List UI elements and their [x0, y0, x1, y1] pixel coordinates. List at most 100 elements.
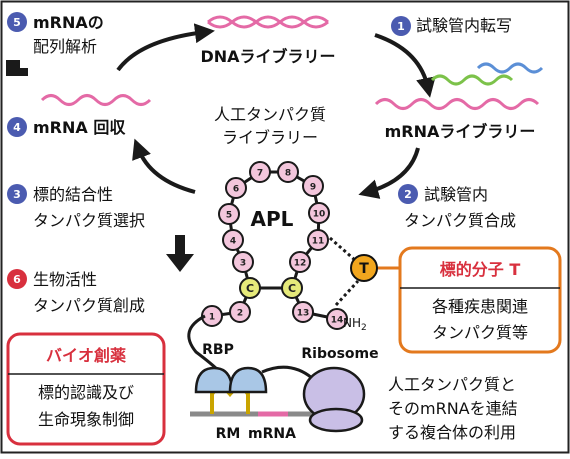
rbp-ribosome-complex: RBP Ribosome RM mRNA — [187, 314, 379, 442]
arrow-apl-to-mrna-recovery — [132, 138, 196, 194]
step-3-badge — [7, 184, 27, 204]
target-t-ball — [350, 254, 378, 282]
bio-box-line1: 標的認識及び — [38, 383, 134, 402]
binding-line-upper — [329, 236, 357, 263]
bead-14 — [326, 308, 348, 330]
bead-label-7: 7 — [257, 169, 263, 179]
transcripts-icon — [430, 62, 544, 86]
cysteine-left — [239, 277, 261, 299]
step-2-number: 2 — [404, 188, 412, 201]
arrow-5-to-dna — [116, 23, 215, 72]
rm-label: RM — [216, 426, 241, 442]
apl-label: APL — [251, 207, 294, 231]
bead-8 — [277, 161, 299, 183]
rbp-right-lobe — [228, 366, 268, 394]
step-3-line1: 標的結合性 — [33, 185, 113, 204]
bead-3 — [232, 251, 254, 273]
bead-6 — [225, 177, 247, 199]
bead-label-2: 2 — [237, 309, 243, 319]
cysteine-right-label: C — [288, 282, 296, 295]
bead-label-6: 6 — [233, 185, 239, 195]
bead-9 — [302, 175, 324, 197]
step-6: 6 生物活性 タンパク質創成 — [7, 269, 145, 315]
target-box-line1: 各種疾患関連 — [432, 297, 528, 316]
step-6-number: 6 — [13, 273, 21, 286]
step-5: 5 mRNAの 配列解析 — [6, 12, 104, 76]
step-5-line2: 配列解析 — [33, 37, 97, 56]
step-6-line2: タンパク質創成 — [33, 296, 145, 315]
arrow-mrna-to-apl — [358, 147, 420, 199]
step-4-number: 4 — [13, 121, 21, 134]
bio-box-line2: 生命現象制御 — [38, 410, 134, 429]
step-4-badge — [7, 117, 27, 137]
step-2-badge — [398, 184, 418, 204]
artificial-protein-library-line1: 人工タンパク質 — [214, 105, 326, 124]
bio-box-title: バイオ創薬 — [46, 346, 127, 365]
step-4: 4 mRNA 回収 — [7, 117, 126, 137]
bead-5 — [218, 203, 240, 225]
bead-label-3: 3 — [240, 259, 246, 269]
step-1-badge — [391, 16, 411, 36]
ribosome-label: Ribosome — [301, 346, 378, 362]
bead-label-8: 8 — [285, 169, 291, 179]
cysteine-right — [281, 277, 303, 299]
step-5-line1: mRNAの — [33, 13, 104, 32]
target-box-title: 標的分子 T — [440, 260, 521, 279]
target-box-border — [398, 246, 562, 354]
step-1-label: 試験管内転写 — [416, 16, 512, 35]
mrna-library-label: mRNAライブラリー — [385, 122, 536, 141]
bead-label-10: 10 — [313, 210, 326, 220]
step-2-line1: 試験管内 — [424, 185, 488, 204]
target-t-label: T — [359, 261, 369, 277]
step-2-line2: タンパク質合成 — [404, 211, 516, 230]
complex-caption-line2: そのmRNAを連結 — [388, 399, 518, 418]
cysteine-left-label: C — [246, 282, 254, 295]
bead-label-14: 14 — [331, 316, 344, 326]
bead-label-9: 9 — [310, 183, 316, 193]
bead-13 — [292, 301, 314, 323]
ribosome-small-subunit — [308, 407, 364, 433]
step-3: 3 標的結合性 タンパク質選択 — [7, 184, 145, 230]
step-5-badge — [7, 12, 27, 32]
rbp-label: RBP — [202, 342, 234, 358]
complex-caption-line3: する複合体の利用 — [388, 423, 516, 442]
step-3-line2: タンパク質選択 — [33, 211, 145, 230]
bead-4 — [222, 229, 244, 251]
bead-label-12: 12 — [294, 259, 307, 269]
artificial-protein-library-line2: ライブラリー — [222, 128, 318, 147]
dna-helix-icon — [207, 15, 329, 29]
bead-10 — [308, 202, 330, 224]
bio-drug-box: バイオ創薬 標的認識及び 生命現象制御 — [6, 332, 166, 446]
mrna-library-wave — [374, 98, 540, 110]
arrow-dna-to-mrna — [374, 33, 436, 98]
step-1: 1 試験管内転写 — [391, 16, 512, 36]
step-1-number: 1 — [397, 20, 405, 33]
sequencing-icon — [6, 60, 28, 76]
complex-mrna-label: mRNA — [248, 426, 296, 442]
target-molecule-t: T — [350, 254, 400, 282]
protein-backbone — [211, 170, 338, 321]
bead-label-1: 1 — [209, 313, 215, 323]
step-3-number: 3 — [13, 188, 21, 201]
target-box: 標的分子 T 各種疾患関連 タンパク質等 — [398, 246, 562, 354]
bead-11 — [307, 229, 329, 251]
mrna-recovery-wave — [40, 94, 152, 106]
bead-label-5: 5 — [226, 211, 232, 221]
nh2-label: NH2 — [343, 316, 367, 333]
bead-label-13: 13 — [297, 309, 310, 319]
complex-caption-line1: 人工タンパク質と — [388, 375, 516, 394]
bead-label-11: 11 — [312, 237, 325, 247]
down-arrow — [166, 235, 194, 272]
step-2: 2 試験管内 タンパク質合成 — [398, 184, 516, 230]
bead-12 — [289, 251, 311, 273]
dna-library-label: DNAライブラリー — [200, 47, 335, 66]
step-6-line1: 生物活性 — [33, 270, 97, 289]
step-4-label: mRNA 回収 — [33, 118, 126, 137]
step-6-badge — [7, 269, 27, 289]
bio-box-border — [6, 332, 166, 446]
bead-label-4: 4 — [230, 237, 236, 247]
